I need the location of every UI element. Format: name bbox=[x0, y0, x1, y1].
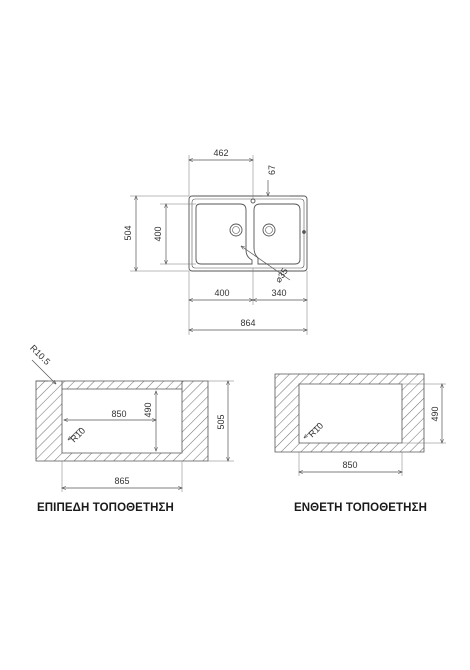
flush-countertop-hatch bbox=[35, 380, 209, 462]
left-drain bbox=[229, 223, 243, 237]
dim-490-flush: 490 bbox=[143, 402, 153, 417]
inset-mount-caption: ΕΝΘΕΤΗ ΤΟΠΟΘΕΤΗΣΗ bbox=[294, 502, 427, 514]
dim-r10-flush: R10 bbox=[69, 426, 88, 445]
dim-r10-inset: R10 bbox=[307, 421, 326, 440]
inset-countertop-hatch bbox=[274, 373, 425, 453]
dim-865: 865 bbox=[114, 476, 129, 486]
sink-outline bbox=[188, 195, 308, 272]
inset-mount-section bbox=[274, 373, 425, 453]
dim-462: 462 bbox=[213, 148, 228, 158]
dim-400-vertical: 400 bbox=[153, 226, 163, 241]
dim-504: 504 bbox=[123, 225, 133, 240]
dim-67: 67 bbox=[267, 165, 277, 175]
flush-mount-caption: ΕΠΙΠΕΔΗ ΤΟΠΟΘΕΤΗΣΗ bbox=[37, 502, 174, 514]
flush-mount-section bbox=[35, 380, 209, 462]
dim-490-inset: 490 bbox=[430, 406, 440, 421]
dim-850-inset: 850 bbox=[342, 460, 357, 470]
overflow-hole bbox=[250, 198, 256, 204]
dim-505: 505 bbox=[216, 414, 226, 429]
dim-r10-5: R10.5 bbox=[28, 343, 52, 367]
left-bowl bbox=[195, 203, 253, 265]
dim-drain-diameter: ⌀35 bbox=[273, 266, 290, 284]
dim-400-bowl: 400 bbox=[214, 288, 229, 298]
dim-850-flush: 850 bbox=[111, 409, 126, 419]
dim-340-bowl: 340 bbox=[271, 288, 286, 298]
right-bowl bbox=[253, 203, 301, 265]
right-drain bbox=[262, 223, 276, 237]
sink-top-view bbox=[188, 195, 308, 272]
dim-864: 864 bbox=[240, 318, 255, 328]
